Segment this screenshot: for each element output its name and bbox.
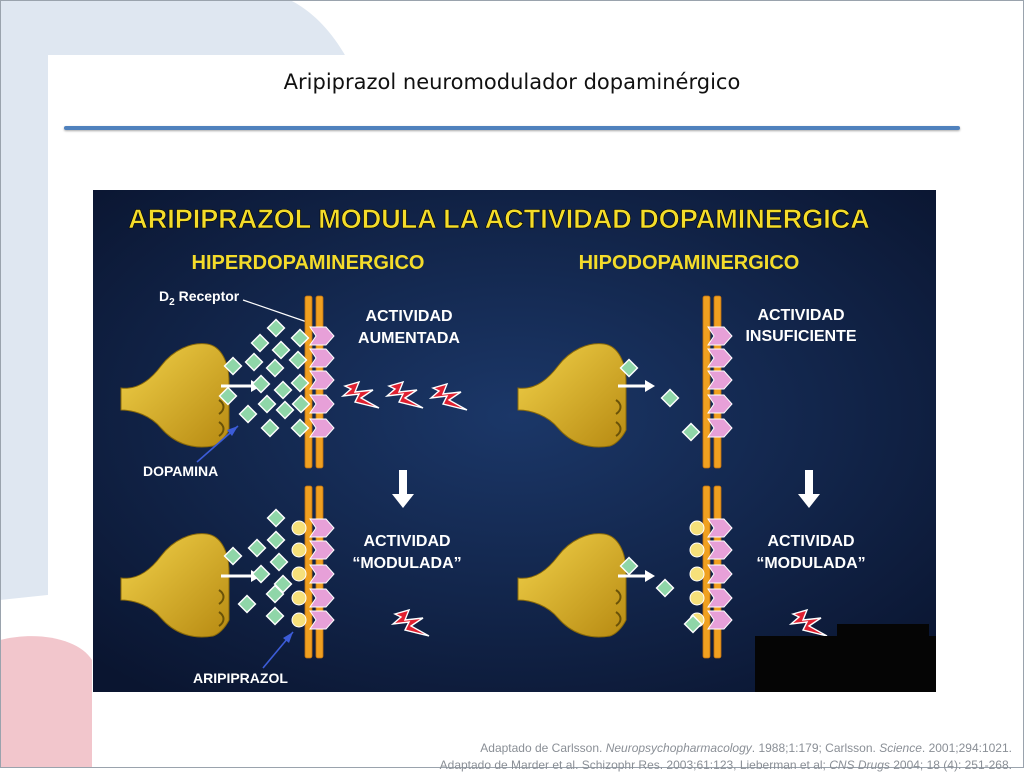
aripiprazole-label: ARIPIPRAZOL xyxy=(193,670,288,686)
top-right-status-line1: ACTIVIDAD xyxy=(757,307,844,324)
background-pink-shape xyxy=(0,636,92,768)
top-left-status-line2: AUMENTADA xyxy=(358,330,460,347)
title-divider xyxy=(64,126,960,130)
bottom-left-status-line2: “MODULADA” xyxy=(352,555,461,572)
figure-background xyxy=(93,190,936,692)
dopamine-modulation-figure: ARIPIPRAZOL MODULA LA ACTIVIDAD DOPAMINE… xyxy=(93,190,936,692)
receptor-label: D2 Receptor xyxy=(159,288,240,308)
bottom-right-status-line2: “MODULADA” xyxy=(756,555,865,572)
bottom-left-status-line1: ACTIVIDAD xyxy=(363,533,450,550)
down-arrow-left xyxy=(392,470,414,508)
left-column-title: HIPERDOPAMINERGICO xyxy=(192,252,425,274)
receptor-pointer-arrow xyxy=(242,299,308,323)
release-arrowhead-top-right xyxy=(645,380,655,392)
dopamine-label: DOPAMINA xyxy=(143,463,218,479)
right-column-title: HIPODOPAMINERGICO xyxy=(579,252,800,274)
dopamine-pointer-arrowhead xyxy=(227,426,238,436)
top-left-status-line1: ACTIVIDAD xyxy=(365,308,452,325)
aripiprazole-molecules-bottom-left xyxy=(291,520,307,628)
figure-heading: ARIPIPRAZOL MODULA LA ACTIVIDAD DOPAMINE… xyxy=(128,204,870,234)
release-arrowhead-bottom-right xyxy=(645,570,655,582)
occluding-box-right xyxy=(837,624,929,680)
down-arrow-right xyxy=(798,470,820,508)
top-right-status-line2: INSUFICIENTE xyxy=(745,328,856,345)
bottom-right-status-line1: ACTIVIDAD xyxy=(767,533,854,550)
citation-line-1: Adaptado de Carlsson. Neuropsychopharmac… xyxy=(480,741,1012,755)
citation-line-2: Adaptado de Marder et al. Schizophr Res.… xyxy=(439,758,1012,773)
aripiprazole-pointer-arrowhead xyxy=(283,632,293,643)
citation: Adaptado de Carlsson. Neuropsychopharmac… xyxy=(312,740,1012,775)
slide-title: Aripiprazol neuromodulador dopaminérgico xyxy=(283,70,741,94)
